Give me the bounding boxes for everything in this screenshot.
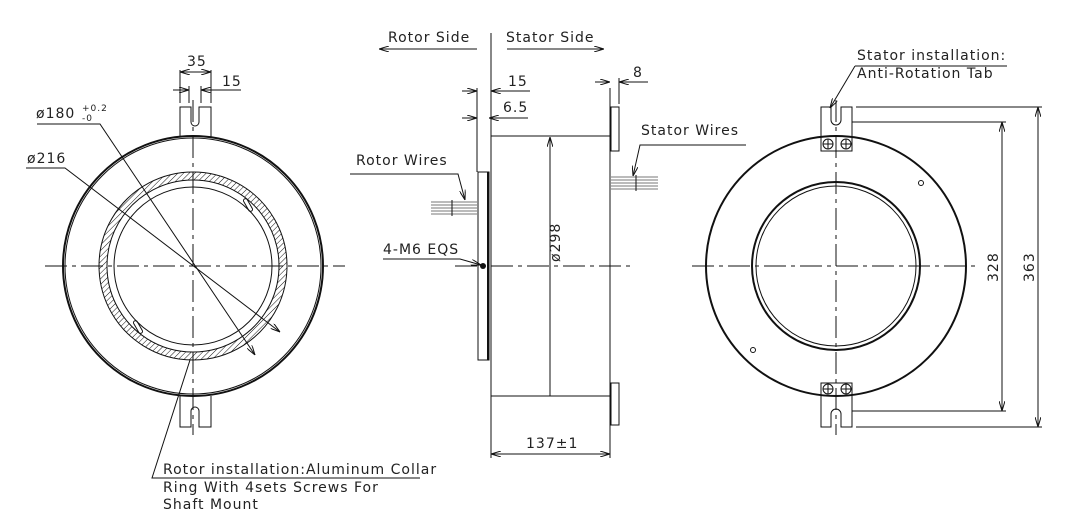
stator-tab-top: [610, 106, 620, 152]
bottom-tab: [179, 396, 212, 428]
dim-15: 15: [508, 74, 528, 90]
dim-8: 8: [633, 65, 643, 81]
dim-slot-width: 15: [222, 74, 242, 90]
dim-inner-tol-upper: +0.2: [82, 104, 108, 114]
rotor-installation-note-2: Ring With 4sets Screws For: [163, 480, 379, 496]
dim-363: 363: [1022, 252, 1038, 282]
dim-length: 137±1: [526, 436, 578, 452]
dim-inner-tol-lower: -0: [82, 114, 93, 124]
stator-installation-note-1: Stator installation:: [857, 48, 1006, 64]
stator-end-view: Stator installation: Anti-Rotation Tab 3…: [692, 48, 1042, 435]
top-tab: [179, 106, 212, 137]
dim-outer-dia: ø216: [27, 151, 66, 167]
stator-wires-bundle: [611, 175, 658, 191]
dim-328: 328: [986, 252, 1002, 282]
screws-label: 4-M6 EQS: [383, 242, 459, 258]
dim-6-5: 6.5: [503, 100, 528, 116]
side-view: Rotor Side Stator Side Rotor Wires Stato…: [350, 30, 746, 458]
rotor-installation-note-3: Shaft Mount: [163, 497, 259, 513]
rotor-installation-note-1: Rotor installation:Aluminum Collar: [163, 462, 437, 478]
stator-tab-bottom: [610, 382, 620, 426]
anti-rotation-tab-bottom: [820, 382, 853, 428]
anti-rotation-tab-top: [820, 106, 853, 152]
rotor-side-label: Rotor Side: [388, 30, 470, 46]
dim-tab-width: 35: [187, 54, 207, 70]
stator-side-label: Stator Side: [506, 30, 595, 46]
rotor-end-view: 35 15 ø180 +0.2 -0 ø216 Rotor installati…: [26, 54, 437, 513]
dim-inner-dia: ø180: [36, 106, 75, 122]
stator-installation-note-2: Anti-Rotation Tab: [857, 66, 994, 82]
rotor-wires-bundle: [431, 200, 477, 216]
dim-dia-298: ø298: [548, 223, 564, 262]
stator-wires-label: Stator Wires: [641, 123, 739, 139]
rotor-wires-label: Rotor Wires: [356, 153, 448, 169]
